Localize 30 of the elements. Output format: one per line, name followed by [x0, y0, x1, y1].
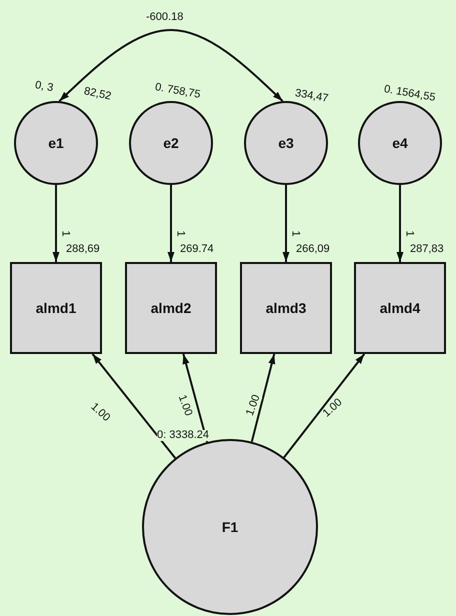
variable-circle: e3: [244, 101, 328, 185]
edge-label: 1: [290, 230, 301, 237]
variable-box: almd2: [125, 262, 217, 354]
variable-circle: e2: [129, 101, 213, 185]
variable-circle: e1: [14, 101, 98, 185]
edge-label: 1.00: [176, 394, 194, 418]
edge-label: 1: [60, 230, 71, 237]
variance-label: 269.74: [180, 244, 214, 255]
arrow: [396, 185, 404, 262]
variance-label: 266,09: [296, 244, 330, 255]
variable-box: almd1: [10, 262, 102, 354]
variance-label: 287,83: [410, 244, 444, 255]
variance-label: 0: 3338.24: [157, 430, 209, 441]
variable-box: almd4: [354, 262, 446, 354]
arrow: [250, 354, 276, 442]
variable-box: almd3: [240, 262, 332, 354]
arrow: [52, 185, 60, 262]
arrow: [283, 353, 366, 458]
arrow: [282, 185, 290, 262]
variance-label: 288,69: [66, 244, 100, 255]
edge-label: 1: [404, 230, 415, 237]
edge-label: -600.18: [146, 12, 184, 23]
variable-circle: F1: [142, 439, 318, 615]
arrow: [182, 354, 208, 442]
edge-label: 1: [174, 230, 186, 237]
arrow: [92, 353, 176, 459]
edge-label: 1.00: [244, 394, 262, 418]
arrow: [168, 185, 174, 262]
variable-circle: e4: [358, 101, 442, 185]
arrow: [58, 29, 284, 102]
